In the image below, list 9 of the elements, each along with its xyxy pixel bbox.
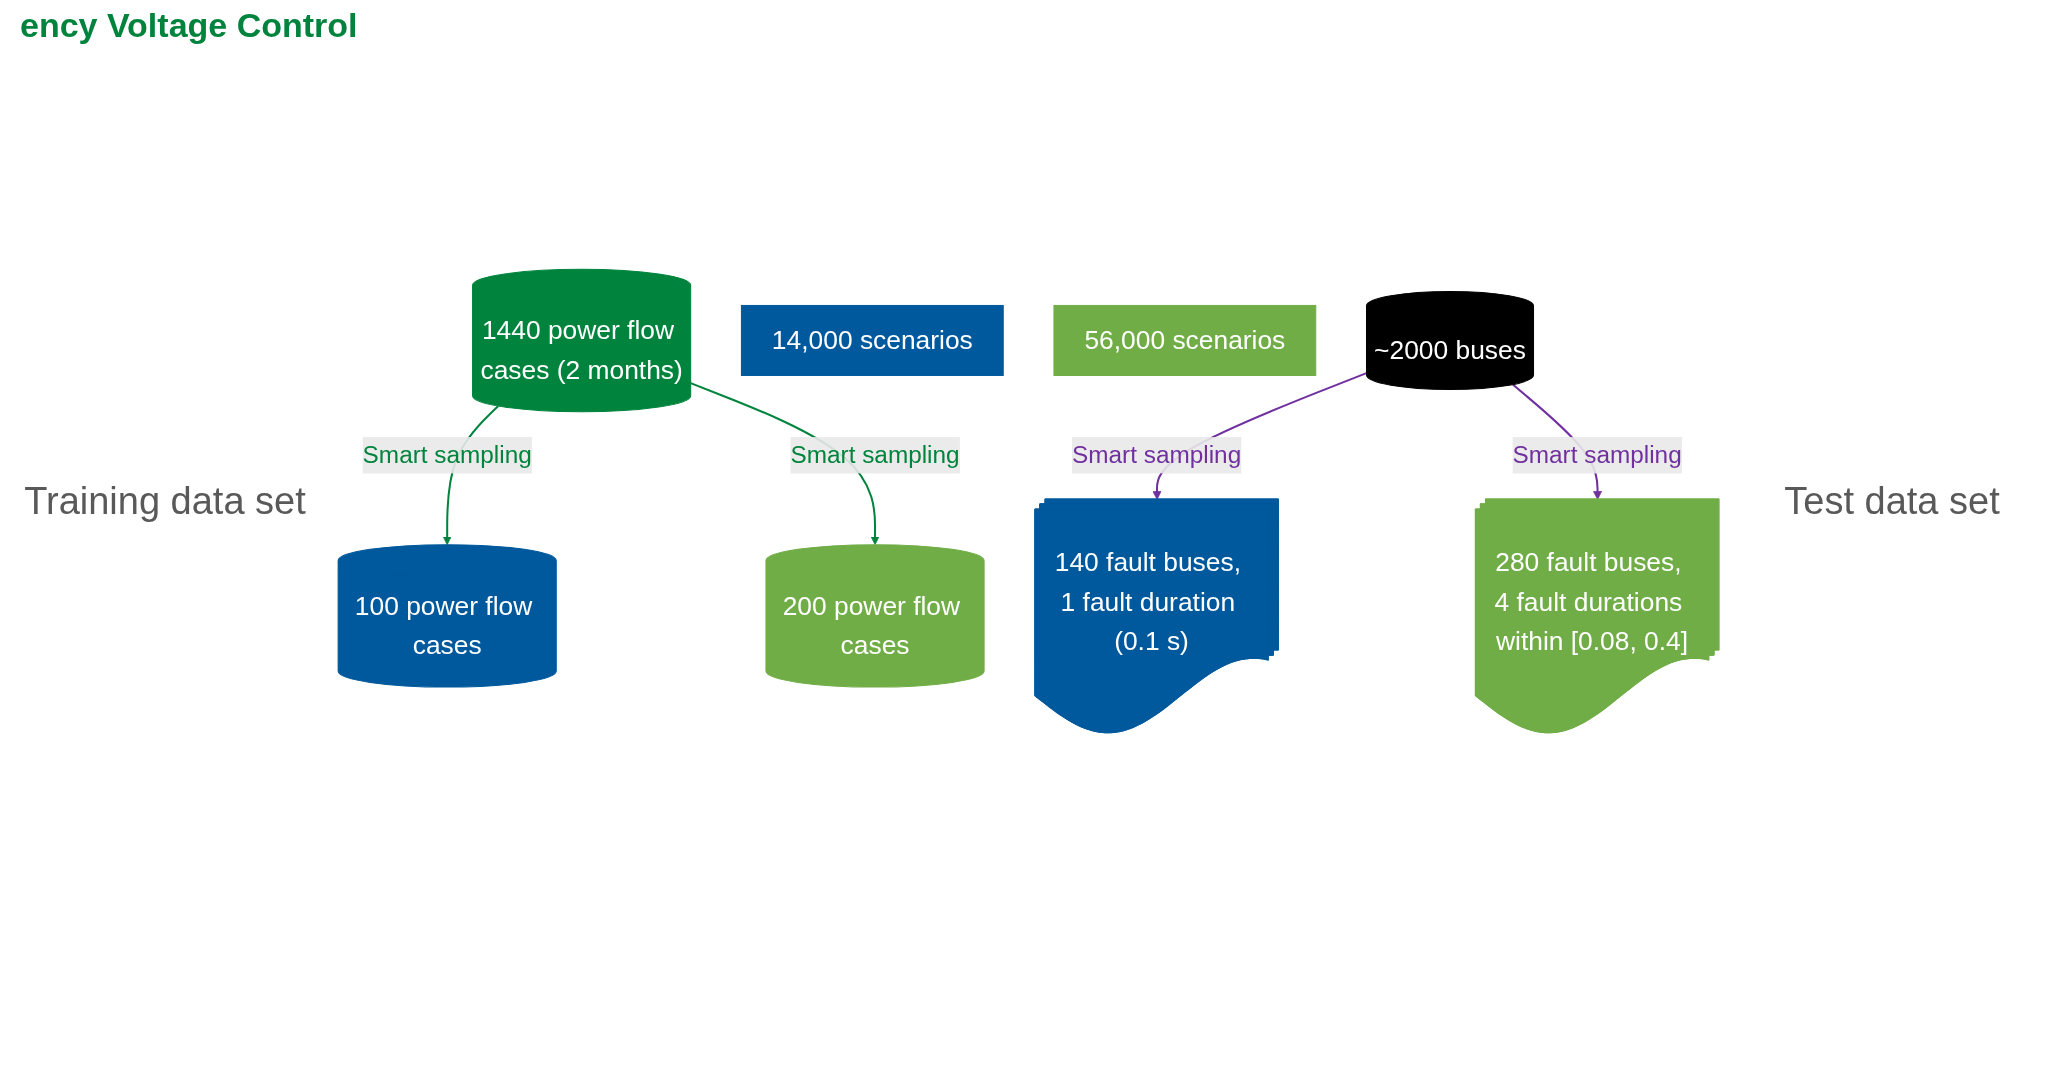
caption-label: Test data set [1783, 479, 2001, 523]
node-box: 14,000 scenarios [740, 304, 1004, 376]
edge-label: Smart sampling [1072, 441, 1242, 469]
edge-label: Smart sampling [790, 441, 960, 469]
edge-label: Smart sampling [1512, 441, 1682, 469]
caption-label: Training data set [23, 479, 307, 523]
edge-label: Smart sampling [362, 441, 532, 469]
diagram-title: ency Voltage Control [20, 6, 359, 45]
node-box: 56,000 scenarios [1053, 304, 1317, 376]
